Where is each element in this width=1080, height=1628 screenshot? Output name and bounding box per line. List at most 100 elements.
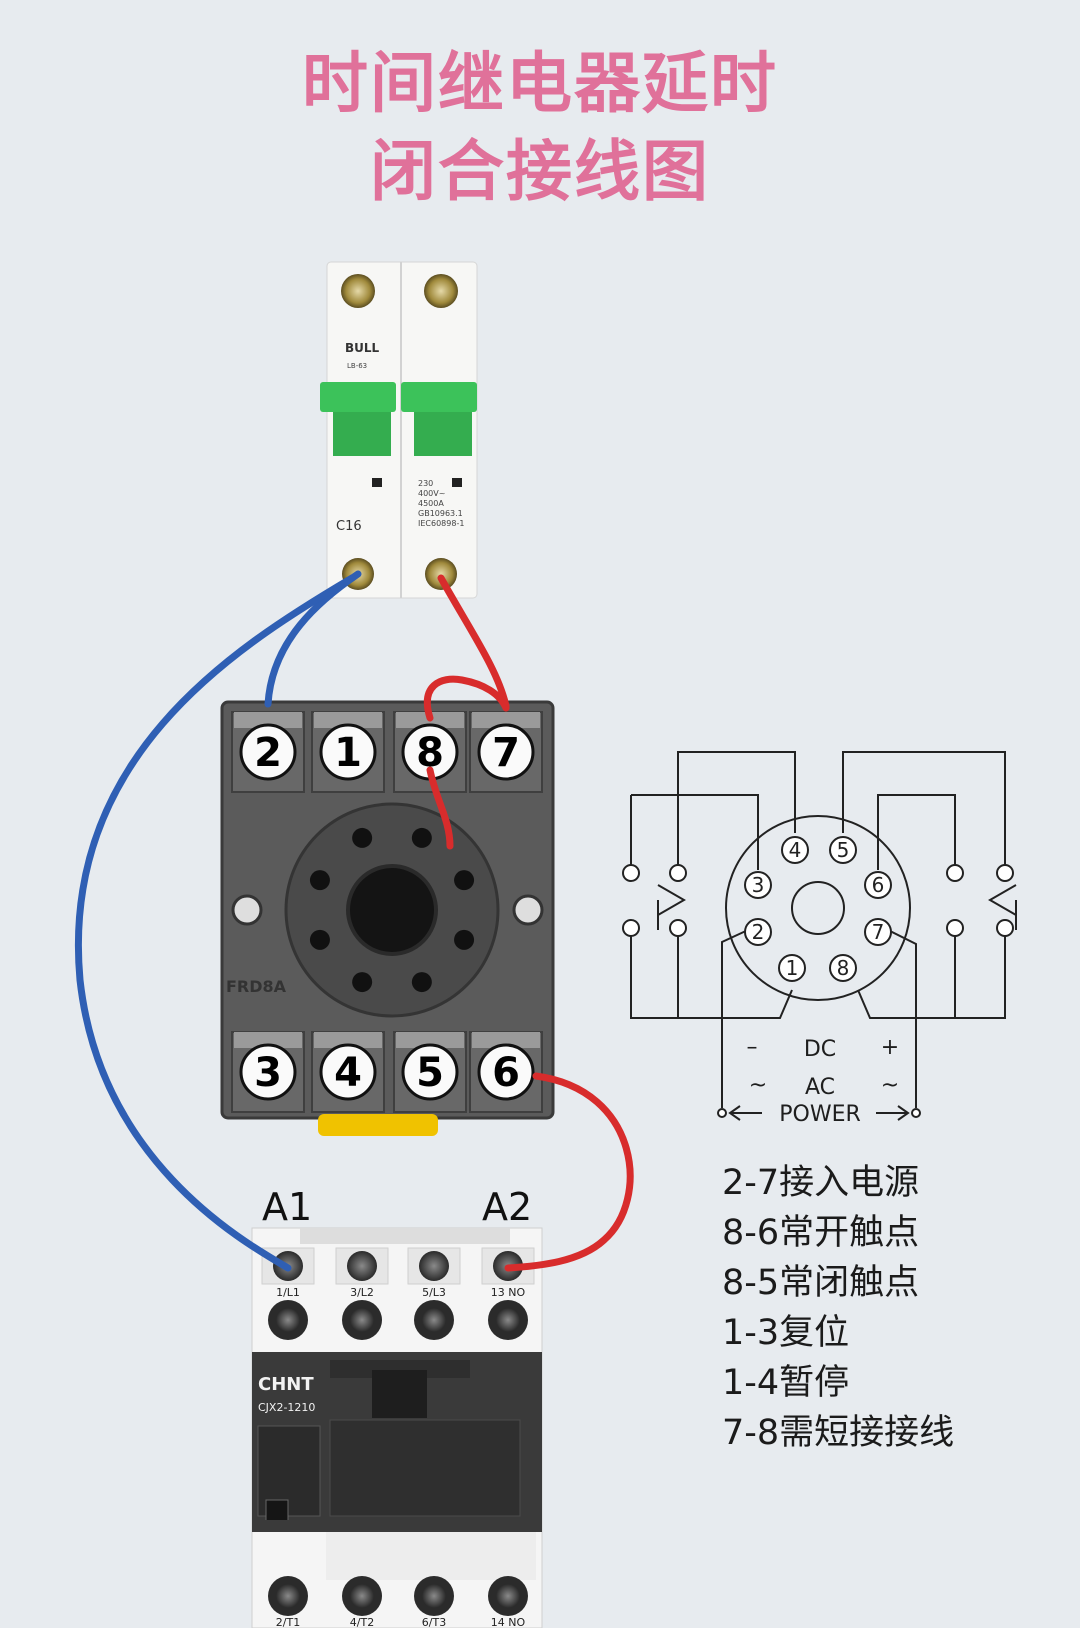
breaker-model: LB-63	[347, 362, 367, 370]
schematic-pin-1: 1	[778, 954, 806, 982]
contactor-top-label: 13 NO	[491, 1286, 526, 1299]
contactor-bottom-label: 4/T2	[350, 1616, 374, 1628]
relay-terminal-label: 4	[334, 1050, 362, 1096]
relay-base-marking: FRD8A	[226, 977, 287, 996]
socket-hole	[411, 827, 432, 848]
legend-item: 2-7接入电源	[722, 1163, 920, 1203]
relay-schematic: 12 34 56 78	[622, 751, 1017, 1121]
circuit-breaker: BULL LB-63 C16 230400V~4500AGB10963.1IEC…	[320, 261, 478, 599]
breaker-spec-line: 4500A	[418, 499, 444, 508]
relay-terminal-7[interactable]: 7	[469, 711, 543, 793]
wires	[74, 570, 634, 1272]
contactor-top-label: 3/L2	[350, 1286, 374, 1299]
schematic-pin-label: 1	[786, 956, 799, 980]
contactor-bottom-label: 2/T1	[276, 1616, 300, 1628]
breaker-spec-line: 230	[418, 479, 433, 488]
coil-label-a2: A2	[482, 1185, 532, 1229]
schematic-pin-7: 7	[864, 918, 892, 946]
schematic-pin-6: 6	[864, 871, 892, 899]
relay-terminal-label: 6	[492, 1050, 520, 1096]
schematic-labels: – DC + ~ AC ~ POWER	[747, 1035, 900, 1127]
wire-red-breaker-to-relay-7	[437, 574, 510, 710]
legend-item: 8-6常开触点	[722, 1213, 920, 1253]
dc-plus: +	[881, 1035, 899, 1060]
ac-label: AC	[805, 1075, 835, 1100]
relay-terminal-label: 3	[254, 1050, 282, 1096]
schematic-pin-8: 8	[829, 954, 857, 982]
dc-label: DC	[804, 1037, 836, 1062]
coil-label-a1: A1	[262, 1185, 312, 1229]
breaker-rating: C16	[336, 519, 362, 534]
contactor-brand: CHNT	[258, 1374, 314, 1395]
wire-red-jumper-8-to-7	[423, 675, 510, 722]
breaker-handle-right[interactable]	[401, 382, 477, 412]
socket-hole	[454, 870, 475, 891]
relay-terminal-6[interactable]: 6	[469, 1031, 543, 1113]
schematic-pin-5: 5	[829, 836, 857, 864]
schematic-pin-label: 4	[789, 838, 802, 862]
breaker-bottom-screw-right	[425, 558, 457, 590]
legend-item: 7-8需短接接线	[722, 1413, 955, 1453]
socket-hole	[352, 827, 373, 848]
socket-hole	[454, 929, 475, 950]
contactor-top-terminal[interactable]: 3/L2	[335, 1247, 389, 1340]
power-label: POWER	[779, 1102, 861, 1127]
wire-red-terminal-8-to-socket	[426, 766, 454, 850]
breaker-top-screw-left	[341, 274, 375, 308]
relay-terminal-1[interactable]: 1	[311, 711, 385, 793]
relay-terminal-3[interactable]: 3	[231, 1031, 305, 1113]
relay-socket-center-hole	[346, 864, 438, 956]
contactor-bottom-terminal[interactable]: 4/T2	[342, 1576, 382, 1628]
schematic-pin-4: 4	[781, 836, 809, 864]
schematic-pin-label: 8	[837, 956, 850, 980]
relay-terminal-label: 7	[492, 730, 520, 776]
schematic-pin-label: 6	[872, 873, 885, 897]
breaker-handle-left[interactable]	[320, 382, 396, 412]
socket-hole	[309, 870, 330, 891]
contactor-top-label: 1/L1	[276, 1286, 300, 1299]
relay-terminal-5[interactable]: 5	[393, 1031, 467, 1113]
contactor-top-terminal[interactable]: 5/L3	[407, 1247, 461, 1340]
legend-item: 1-3复位	[722, 1313, 850, 1353]
socket-hole	[411, 972, 432, 993]
title-line-1: 时间继电器延时	[302, 45, 778, 122]
contactor-bottom-terminal[interactable]: 6/T3	[414, 1576, 454, 1628]
breaker-top-screw-right	[424, 274, 458, 308]
socket-hole	[352, 972, 373, 993]
contactor-bottom-label: 14 NO	[491, 1616, 526, 1628]
title-line-2: 闭合接线图	[370, 133, 710, 210]
schematic-center-hole	[791, 881, 845, 935]
ac-right: ~	[881, 1073, 899, 1098]
breaker-brand: BULL	[345, 341, 380, 355]
contactor-model: CJX2-1210	[258, 1401, 315, 1414]
legend: 2-7接入电源 8-6常开触点 8-5常闭触点 1-3复位 1-4暂停 7-8需…	[722, 1158, 954, 1458]
schematic-pin-label: 3	[752, 873, 765, 897]
contactor-bottom-label: 6/T3	[422, 1616, 446, 1628]
schematic-pin-3: 3	[744, 871, 772, 899]
relay-terminal-2[interactable]: 2	[231, 711, 305, 793]
breaker-spec-line: IEC60898-1	[418, 519, 464, 528]
contactor-bottom-terminal[interactable]: 2/T1	[268, 1576, 308, 1628]
contactor-bottom-terminal[interactable]: 14 NO	[488, 1576, 528, 1628]
schematic-pin-label: 7	[872, 920, 885, 944]
breaker-spec-line: 400V~	[418, 489, 445, 498]
relay-terminal-4[interactable]: 4	[311, 1031, 385, 1113]
contactor-top-label: 5/L3	[422, 1286, 446, 1299]
dc-minus: –	[747, 1035, 758, 1060]
relay-terminal-label: 1	[334, 730, 362, 776]
legend-item: 8-5常闭触点	[722, 1263, 920, 1303]
schematic-base-outline	[725, 815, 911, 1001]
legend-item: 1-4暂停	[722, 1363, 850, 1403]
schematic-pin-label: 2	[752, 920, 765, 944]
relay-terminal-label: 2	[254, 730, 282, 776]
wire-red-relay-6-to-a2	[504, 1072, 634, 1272]
contactor: A1 A2 1/L1 3/L2 5/L3 13 NO CHNT CJX2-1210 2…	[251, 1185, 543, 1628]
relay-terminal-label: 5	[416, 1050, 444, 1096]
socket-hole	[309, 929, 330, 950]
breaker-spec-line: GB10963.1	[418, 509, 463, 518]
schematic-pin-2: 2	[744, 918, 772, 946]
schematic-pin-label: 5	[837, 838, 850, 862]
